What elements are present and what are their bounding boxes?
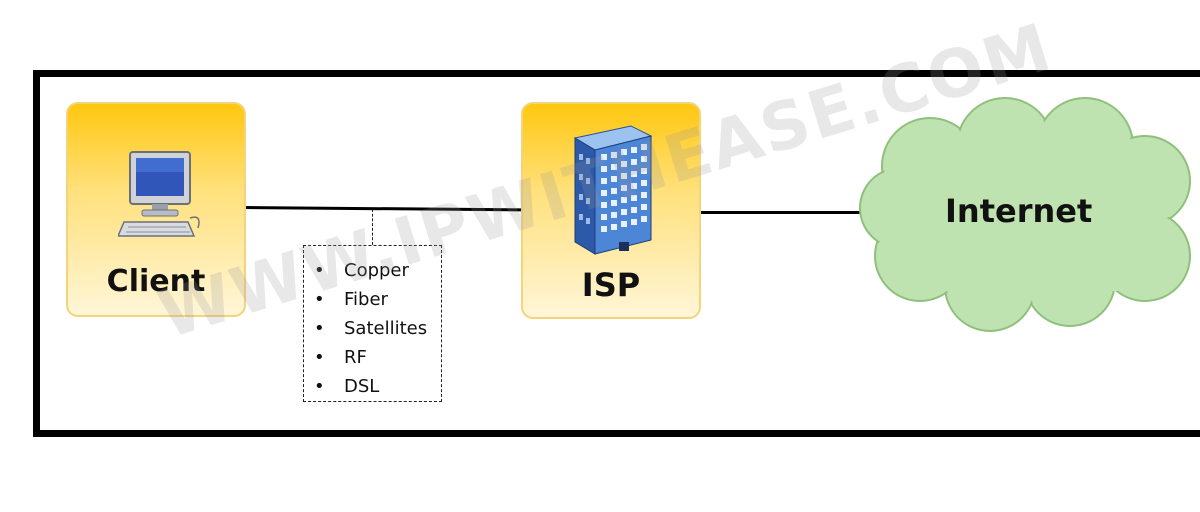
building-icon [573, 125, 653, 255]
bullet: • [314, 260, 325, 281]
internet-label: Internet [945, 192, 1093, 230]
media-item-label: Copper [344, 260, 409, 281]
media-item-dsl: • DSL [314, 372, 441, 401]
bullet: • [314, 376, 325, 397]
computer-icon [118, 151, 200, 237]
media-list-box: • Copper • Fiber • Satellites • RF • DSL [303, 245, 442, 402]
bullet: • [314, 289, 325, 310]
isp-label: ISP [581, 266, 641, 304]
client-label: Client [106, 264, 206, 299]
media-item-label: Fiber [344, 289, 388, 310]
media-item-copper: • Copper [314, 256, 441, 285]
media-item-label: DSL [344, 376, 380, 397]
bullet: • [314, 347, 325, 368]
media-connector [372, 209, 373, 245]
media-item-fiber: • Fiber [314, 285, 441, 314]
media-item-rf: • RF [314, 343, 441, 372]
internet-cloud-icon [859, 97, 1191, 332]
bullet: • [314, 318, 325, 339]
media-item-label: Satellites [344, 318, 428, 339]
media-list: • Copper • Fiber • Satellites • RF • DSL [304, 246, 441, 401]
client-node: Client [66, 102, 246, 317]
media-item-satellites: • Satellites [314, 314, 441, 343]
isp-internet-link [698, 211, 863, 214]
media-item-label: RF [344, 347, 367, 368]
isp-node: ISP [521, 102, 701, 319]
